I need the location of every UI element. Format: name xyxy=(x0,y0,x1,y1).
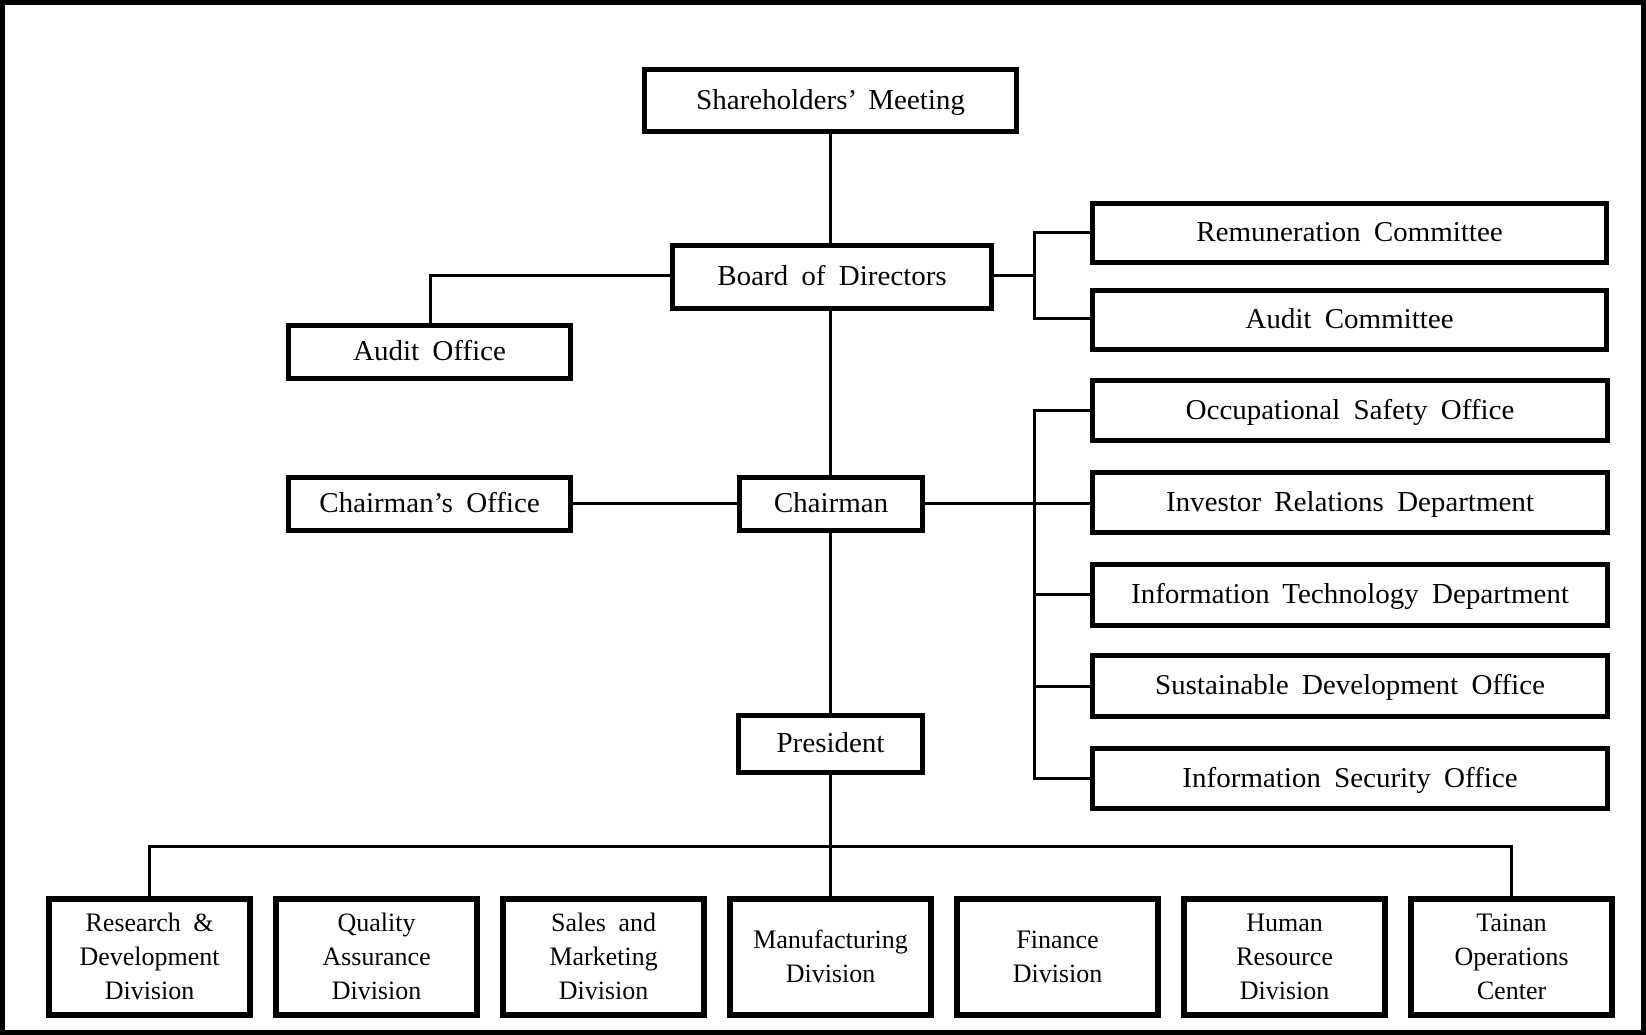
node-occupational-safety-office: Occupational Safety Office xyxy=(1090,378,1610,443)
connector-line xyxy=(994,274,1033,277)
connector-line xyxy=(1033,231,1090,234)
node-research-development-division: Research & Development Division xyxy=(46,896,253,1018)
node-human-resource-division: Human Resource Division xyxy=(1181,896,1388,1018)
connector-line xyxy=(573,502,737,505)
connector-line xyxy=(1033,777,1090,780)
node-information-security-office: Information Security Office xyxy=(1090,746,1610,811)
connector-line xyxy=(1033,231,1036,320)
node-sales-marketing-division: Sales and Marketing Division xyxy=(500,896,707,1018)
node-information-technology-department: Information Technology Department xyxy=(1090,562,1610,628)
connector-line xyxy=(829,311,832,475)
connector-line xyxy=(148,845,151,896)
node-shareholders-meeting: Shareholders’ Meeting xyxy=(642,67,1019,134)
node-board-of-directors: Board of Directors xyxy=(670,243,994,311)
connector-line xyxy=(1033,317,1090,320)
node-manufacturing-division: Manufacturing Division xyxy=(727,896,934,1018)
node-chairmans-office: Chairman’s Office xyxy=(286,475,573,533)
node-quality-assurance-division: Quality Assurance Division xyxy=(273,896,480,1018)
connector-line xyxy=(148,845,1513,848)
connector-line xyxy=(925,502,1033,505)
connector-line xyxy=(1033,593,1090,596)
connector-line xyxy=(1510,845,1513,896)
connector-line xyxy=(1033,685,1090,688)
node-investor-relations-department: Investor Relations Department xyxy=(1090,470,1610,535)
connector-line xyxy=(829,775,832,896)
connector-line xyxy=(829,533,832,713)
node-audit-committee: Audit Committee xyxy=(1090,288,1609,352)
connector-line xyxy=(429,274,432,323)
connector-line xyxy=(429,274,670,277)
node-sustainable-development-office: Sustainable Development Office xyxy=(1090,653,1610,719)
node-audit-office: Audit Office xyxy=(286,323,573,381)
node-chairman: Chairman xyxy=(737,475,925,533)
node-president: President xyxy=(736,713,925,775)
connector-line xyxy=(1033,409,1090,412)
node-tainan-operations-center: Tainan Operations Center xyxy=(1408,896,1615,1018)
node-remuneration-committee: Remuneration Committee xyxy=(1090,201,1609,265)
node-finance-division: Finance Division xyxy=(954,896,1161,1018)
connector-line xyxy=(1033,502,1090,505)
connector-line xyxy=(829,134,832,243)
